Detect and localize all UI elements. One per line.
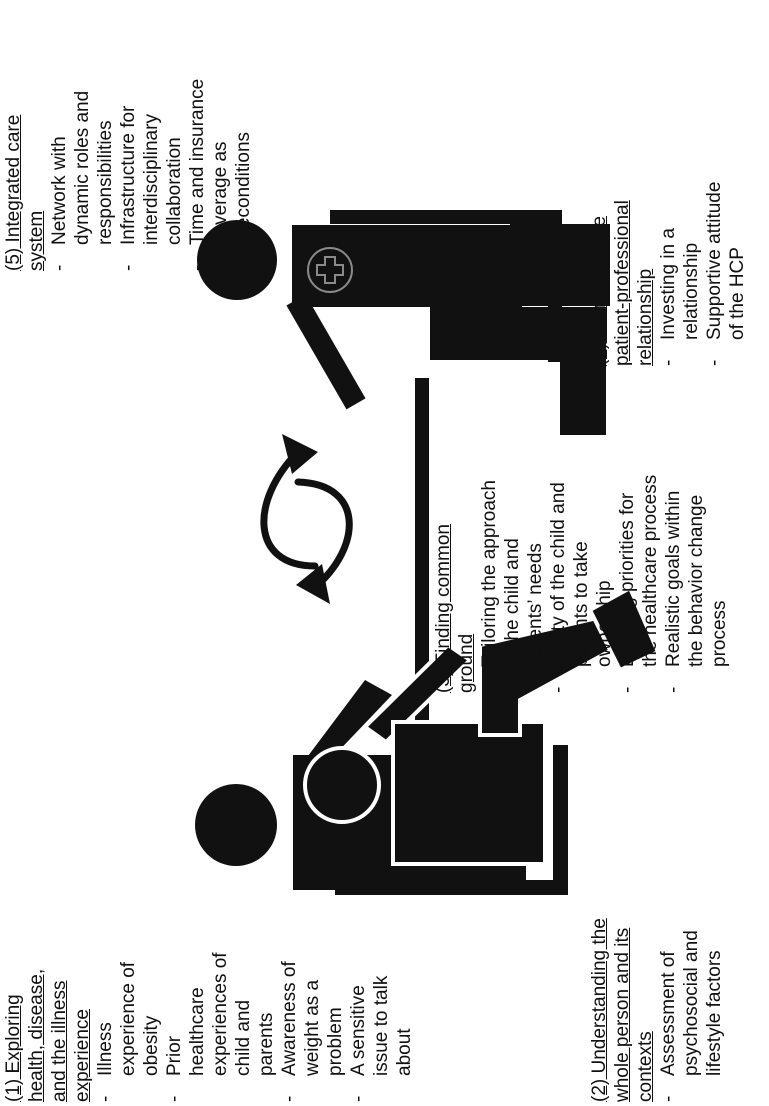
section-patient-professional: (4) Enhancing the patient-professional r… [588,0,749,366]
parent-chair-back [553,745,568,895]
list-item: Supportive attitude of the HCP [703,0,749,366]
bullet-list: Network with dynamic roles and responsib… [48,0,255,271]
list-item: Infrastructure for interdisciplinary col… [117,0,186,271]
list-item: A sensitive issue to talk about [347,542,416,1102]
list-item: Network with dynamic roles and responsib… [48,0,117,271]
section-title: (3) Finding common ground [432,133,478,693]
section-exploring-illness: (1) Exploring health, disease, and the i… [2,542,416,1102]
section-title: (4) Enhancing the patient-professional r… [588,0,657,366]
section-integrated-care: (5) Integrated care system Network with … [2,0,255,271]
list-item: Investing in a relationship [657,0,703,366]
hcp-arm [286,295,365,410]
list-item: Time and insurance coverage as precondit… [186,0,255,271]
bullet-list: Illness experience of obesity Prior heal… [94,542,416,1102]
list-item: Illness experience of obesity [94,542,163,1102]
list-item: Prior healthcare experiences of child an… [163,542,278,1102]
section-title: (1) Exploring health, disease, and the i… [2,542,94,1102]
section-title: (5) Integrated care system [2,0,48,271]
bullet-list: Investing in a relationship Supportive a… [657,0,749,366]
list-item: Tailoring the approach to the child and … [478,133,547,693]
list-item: Awareness of weight as a problem [278,542,347,1102]
